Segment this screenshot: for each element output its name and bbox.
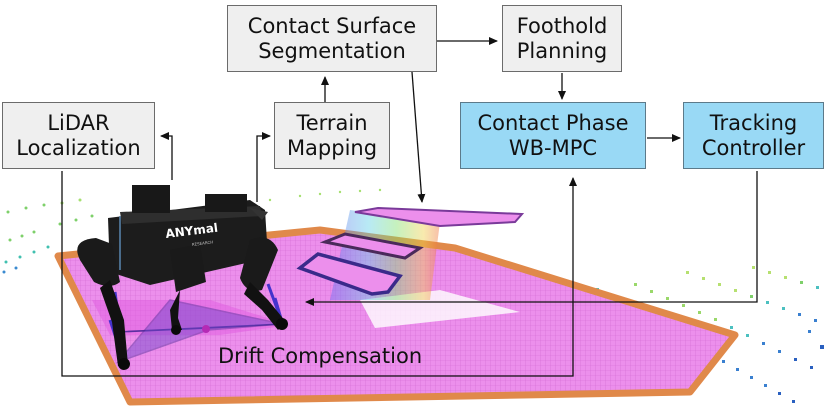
arrow-segmentation-to-stairs bbox=[411, 71, 426, 203]
contact-phase-wbmpc-line2: WB-MPC bbox=[508, 135, 598, 160]
tracking-controller-block: Tracking Controller bbox=[683, 102, 824, 169]
foothold-planning-line1: Foothold bbox=[516, 13, 608, 38]
connectors bbox=[61, 37, 758, 377]
robot-brand-text: ANYmal bbox=[165, 221, 219, 241]
foothold-planning-block: Foothold Planning bbox=[502, 5, 622, 72]
stairs bbox=[296, 206, 525, 300]
terrain-mapping-block: Terrain Mapping bbox=[274, 102, 390, 169]
tracking-controller-line1: Tracking bbox=[709, 110, 798, 135]
robot-sub-text: RESEARCH bbox=[192, 239, 214, 247]
arrow-tracking-to-robot bbox=[305, 171, 758, 306]
contact-surface-segmentation-block: Contact Surface Segmentation bbox=[227, 5, 437, 72]
contact-surface-segmentation-line2: Segmentation bbox=[258, 38, 406, 63]
arrow-robot-to-mapping bbox=[256, 132, 271, 202]
terrain-mapping-line1: Terrain bbox=[296, 110, 368, 135]
anymal-robot: ANYmal RESEARCH bbox=[77, 185, 290, 370]
tracking-controller-line2: Controller bbox=[701, 135, 806, 160]
foothold-planning-line2: Planning bbox=[516, 38, 608, 63]
terrain-mapping-line2: Mapping bbox=[286, 135, 378, 160]
arrow-drift-compensation bbox=[61, 171, 577, 377]
lidar-localization-line2: Localization bbox=[16, 135, 141, 160]
lidar-localization-block: LiDAR Localization bbox=[2, 102, 155, 169]
lidar-localization-line1: LiDAR bbox=[47, 110, 110, 135]
drift-compensation-label: Drift Compensation bbox=[218, 344, 423, 368]
contact-phase-wbmpc-block: Contact Phase WB-MPC bbox=[460, 102, 646, 169]
contact-phase-wbmpc-line1: Contact Phase bbox=[477, 110, 629, 135]
arrow-robot-to-localization bbox=[160, 132, 173, 180]
contact-surface-segmentation-line1: Contact Surface bbox=[247, 13, 417, 38]
